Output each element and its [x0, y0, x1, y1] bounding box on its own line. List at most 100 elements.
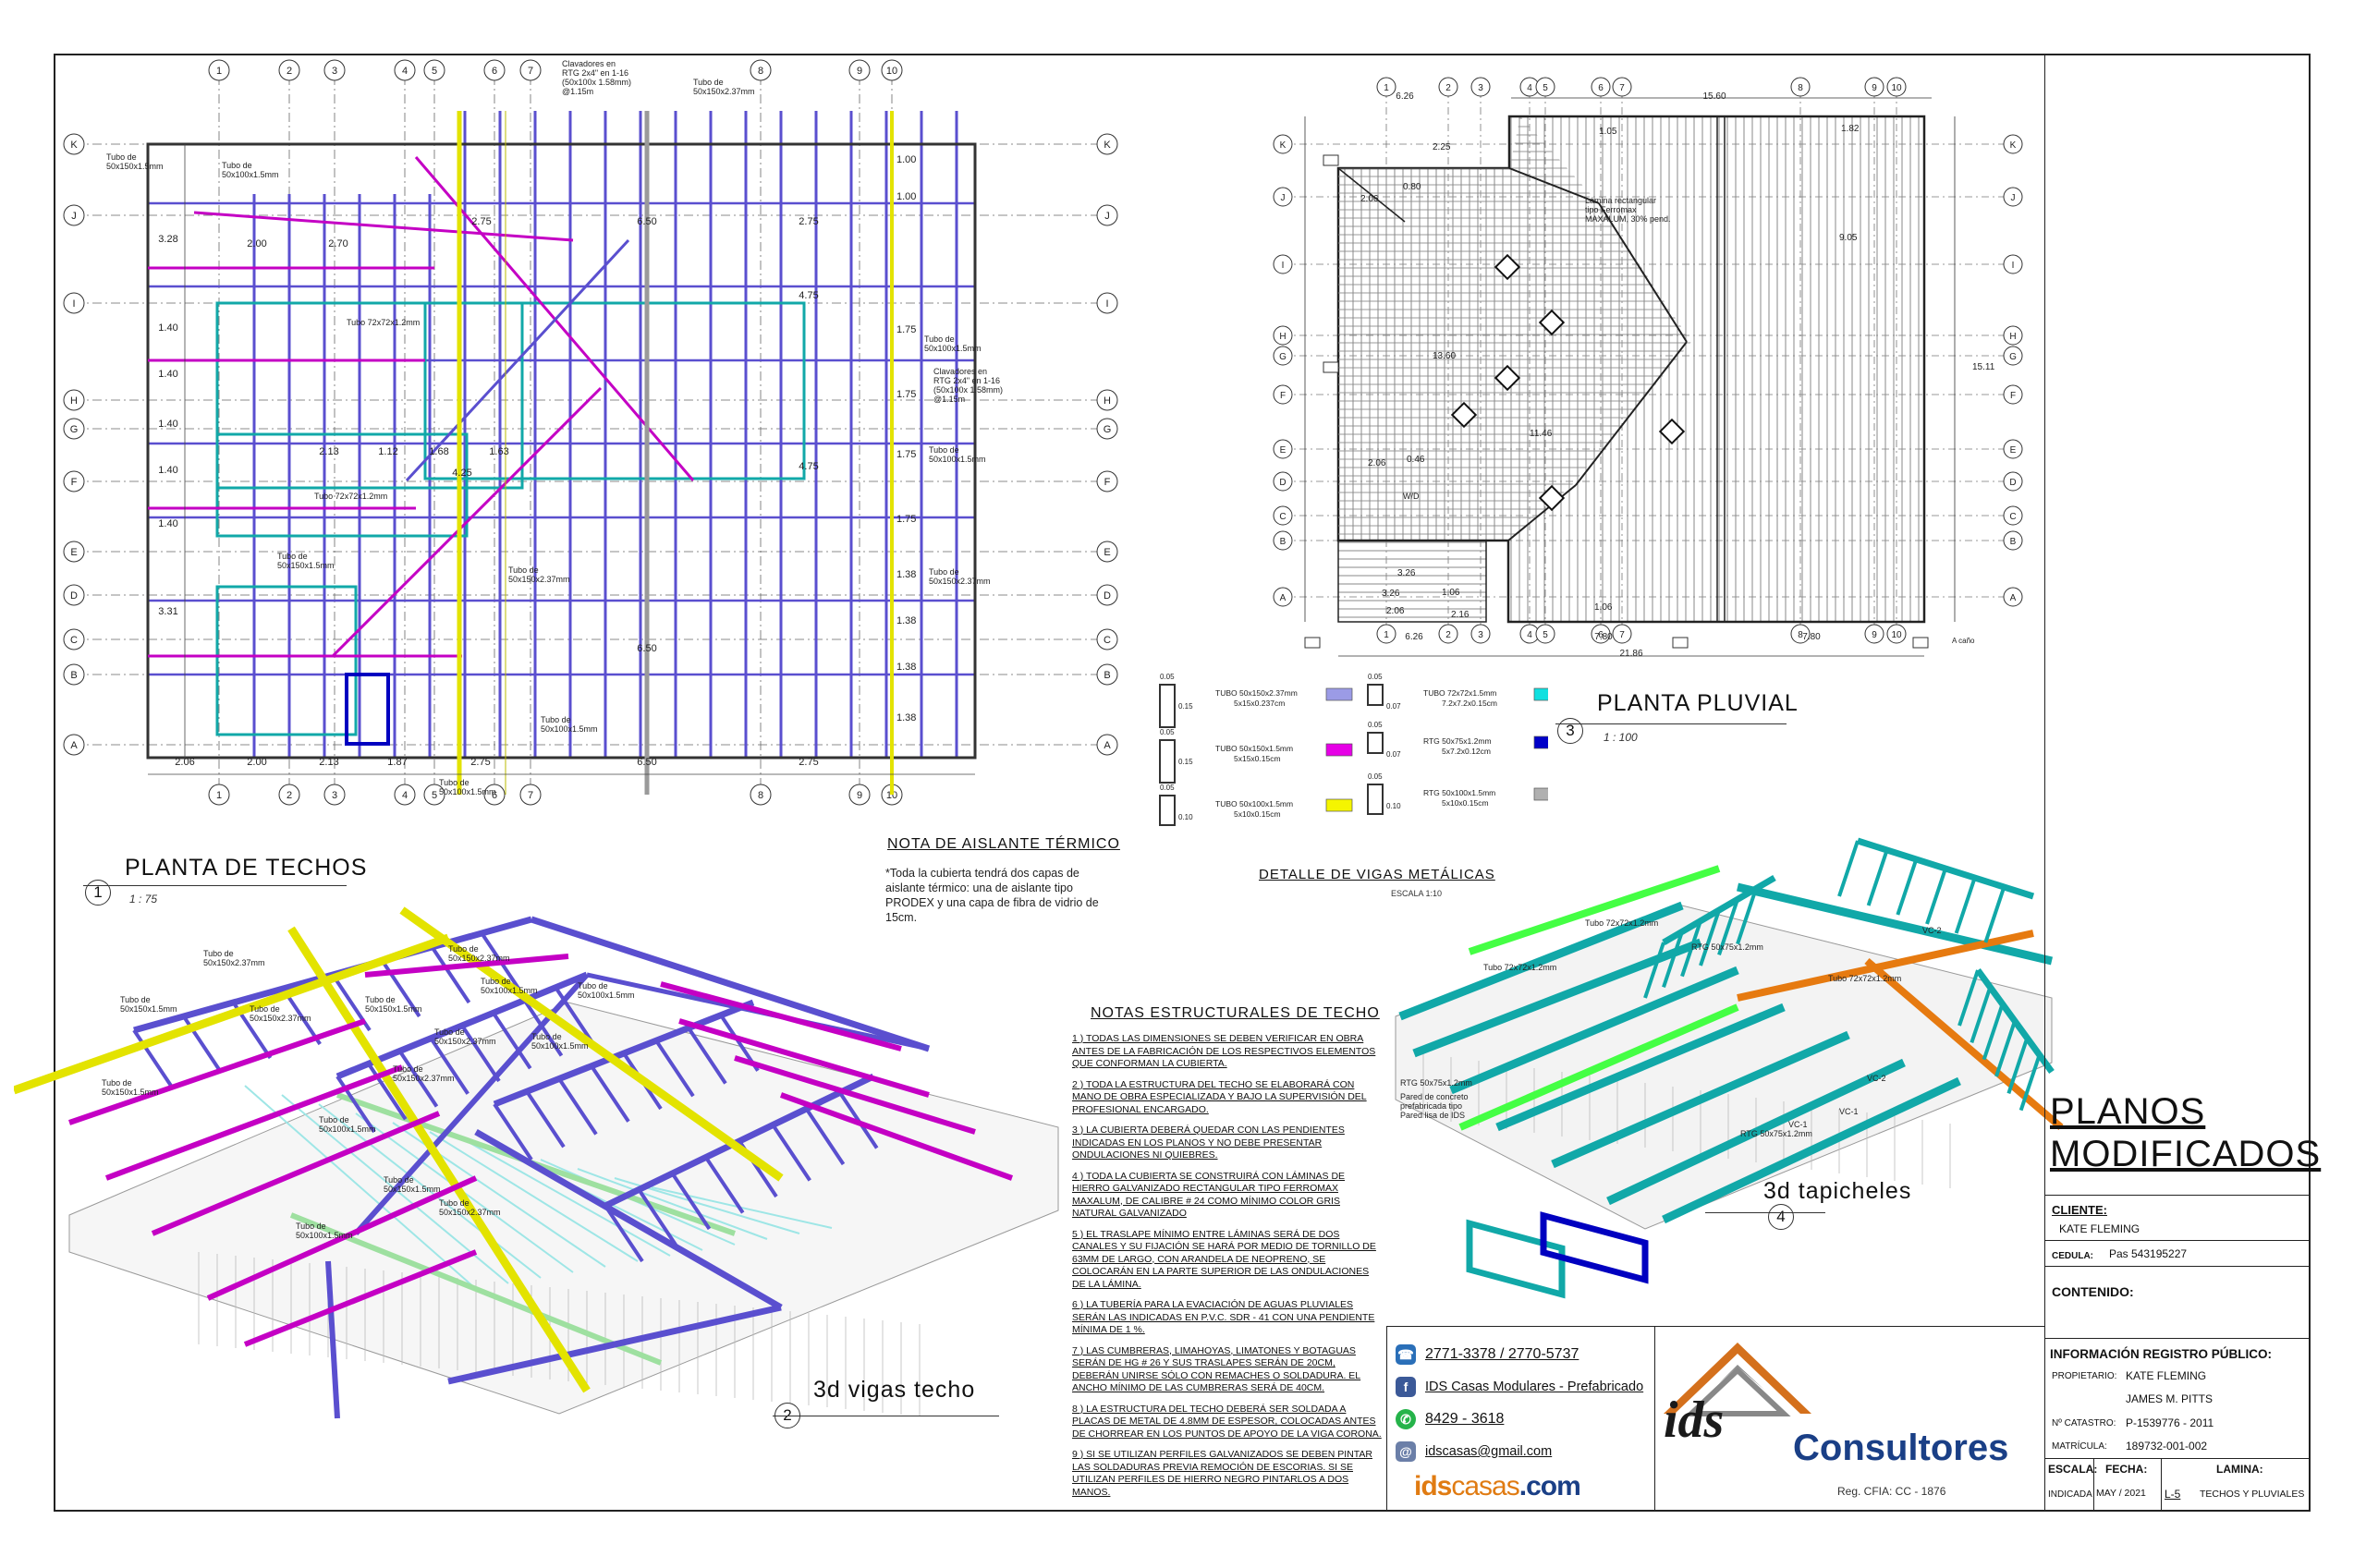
view4-label-line: RTG 50x75x1.2mm [1400, 1078, 1472, 1088]
contact-facebook[interactable]: f IDS Casas Modulares - Prefabricado [1396, 1377, 1643, 1397]
grid-row-label: D [1279, 478, 1286, 488]
tapichel-frame [1736, 882, 2054, 966]
downspout-marker [1304, 637, 1321, 649]
view4-label-line: Tubo 72x72x1.2mm [1828, 974, 1901, 983]
dimension-inner: 2.06 [1368, 458, 1386, 468]
label-tubo-line: 50x100x1.5mm [924, 344, 982, 353]
status-title: PLANOS MODIFICADOS [2050, 1091, 2322, 1174]
lamina-label: LAMINA: [2216, 1463, 2263, 1476]
purlin-magenta [104, 1064, 404, 1181]
grid-row-label: F [1104, 477, 1111, 488]
view2-title: 3d vigas techo [813, 1377, 976, 1403]
grid-bubble-left [1273, 505, 1293, 526]
fecha-label: FECHA: [2105, 1463, 2148, 1476]
propietario-label: PROPIETARIO: [2052, 1371, 2117, 1381]
grid-bubble-right [1096, 470, 1118, 492]
grid-bubble-left [1273, 587, 1293, 607]
grid-bubble-right [1096, 628, 1118, 650]
dimension-inner: 2.00 [247, 238, 266, 249]
hip-rafter [331, 386, 603, 658]
dimension-left: 3.31 [158, 606, 177, 617]
profile-section [1159, 795, 1176, 826]
label-clavadores-line: (50x100x 1.58mm) [562, 78, 631, 87]
downspout-marker [1323, 361, 1339, 373]
label-tubo-line: Tubo de [541, 715, 571, 724]
label-tubo-line: 50x150x1.5mm [277, 561, 335, 570]
grid-bubble-left [63, 628, 85, 650]
profile-dim-side: 0.15 [1178, 702, 1193, 711]
truss-web [1717, 898, 1739, 955]
truss-web [367, 1063, 408, 1121]
grid-bubble-bottom [1886, 624, 1907, 644]
truss-web [1866, 849, 1889, 906]
grid-bubble-left [1273, 384, 1293, 405]
tapichel-member [244, 1085, 477, 1290]
registro-label: INFORMACIÓN REGISTRO PÚBLICO: [2050, 1347, 2272, 1361]
view4-label: RTG 50x75x1.2mm [1400, 1078, 1472, 1088]
dimension-right: 1.38 [896, 569, 916, 580]
phone-icon: ☎ [1396, 1344, 1416, 1365]
room-frame [423, 301, 806, 480]
view4-label: Tubo 72x72x1.2mm [1483, 963, 1556, 972]
profile-section [1159, 684, 1176, 728]
dimension-bottom: 2.75 [799, 757, 818, 768]
truss-web [397, 1050, 439, 1108]
view2-label-line: 50x150x1.5mm [102, 1088, 159, 1097]
grid-bubble-left [63, 418, 85, 440]
view4-label: VC-2 [1922, 926, 1942, 935]
view2-label-line: Tubo de [439, 1198, 470, 1208]
grid-bubble-left [63, 389, 85, 411]
view2-label-line: Tubo de [250, 1004, 280, 1014]
grid-row-label: F [1280, 391, 1286, 401]
grid-bubble-bottom [1864, 624, 1884, 644]
dimension-bottom: 1.87 [387, 757, 407, 768]
detail-scale: ESCALA 1:10 [1391, 889, 1443, 898]
dimension-bottom: 6.50 [637, 757, 656, 768]
grid-row-label: E [1280, 445, 1287, 456]
contact-email[interactable]: @ idscasas@gmail.com [1396, 1441, 1552, 1462]
email-icon: @ [1396, 1441, 1416, 1462]
grid-column-label: 7 [528, 66, 533, 77]
purlin-magenta [243, 1249, 478, 1347]
grid-column-label: 8 [1798, 83, 1803, 93]
grid-bubble-top [423, 59, 445, 81]
plan1-framing [146, 111, 977, 795]
truss-web [1983, 886, 2006, 943]
dimension-left: 1.40 [158, 419, 177, 430]
grid-bubble-right [1096, 663, 1118, 686]
legend-name: TUBO 50x150x2.37mm [1215, 688, 1298, 698]
label-tubo-72: Tubo 72x72x1.2mm [314, 492, 387, 501]
slope-arrow [1538, 484, 1566, 512]
room-frame [215, 432, 469, 538]
view2-label-line: 50x150x1.5mm [365, 1004, 422, 1014]
label-tubo-line: Tubo de [693, 78, 724, 87]
facebook-icon: f [1396, 1377, 1416, 1397]
view2-label-line: Tubo de [384, 1175, 414, 1185]
grid-row-label: I [1105, 298, 1108, 310]
grid-row-label: E [2010, 445, 2017, 456]
view4-label: VC-1 [1839, 1107, 1859, 1116]
legend-swatch [1533, 735, 1548, 749]
dimension-inner: 2.70 [328, 238, 348, 249]
catastro-value: P-1539776 - 2011 [2126, 1416, 2214, 1429]
ids-logo-mark [1664, 1343, 1811, 1416]
website-link[interactable]: idscasas.com [1414, 1471, 1581, 1501]
grid-row-label: B [1280, 537, 1287, 547]
dimension-left: 1.40 [158, 465, 177, 476]
hip-line [1507, 484, 1577, 541]
truss-web [525, 1090, 566, 1149]
label-tubo-line: 50x100x1.5mm [541, 724, 598, 734]
truss-top-chord [474, 1128, 783, 1311]
truss-web [1957, 969, 1980, 1027]
truss-web [687, 1027, 727, 1085]
